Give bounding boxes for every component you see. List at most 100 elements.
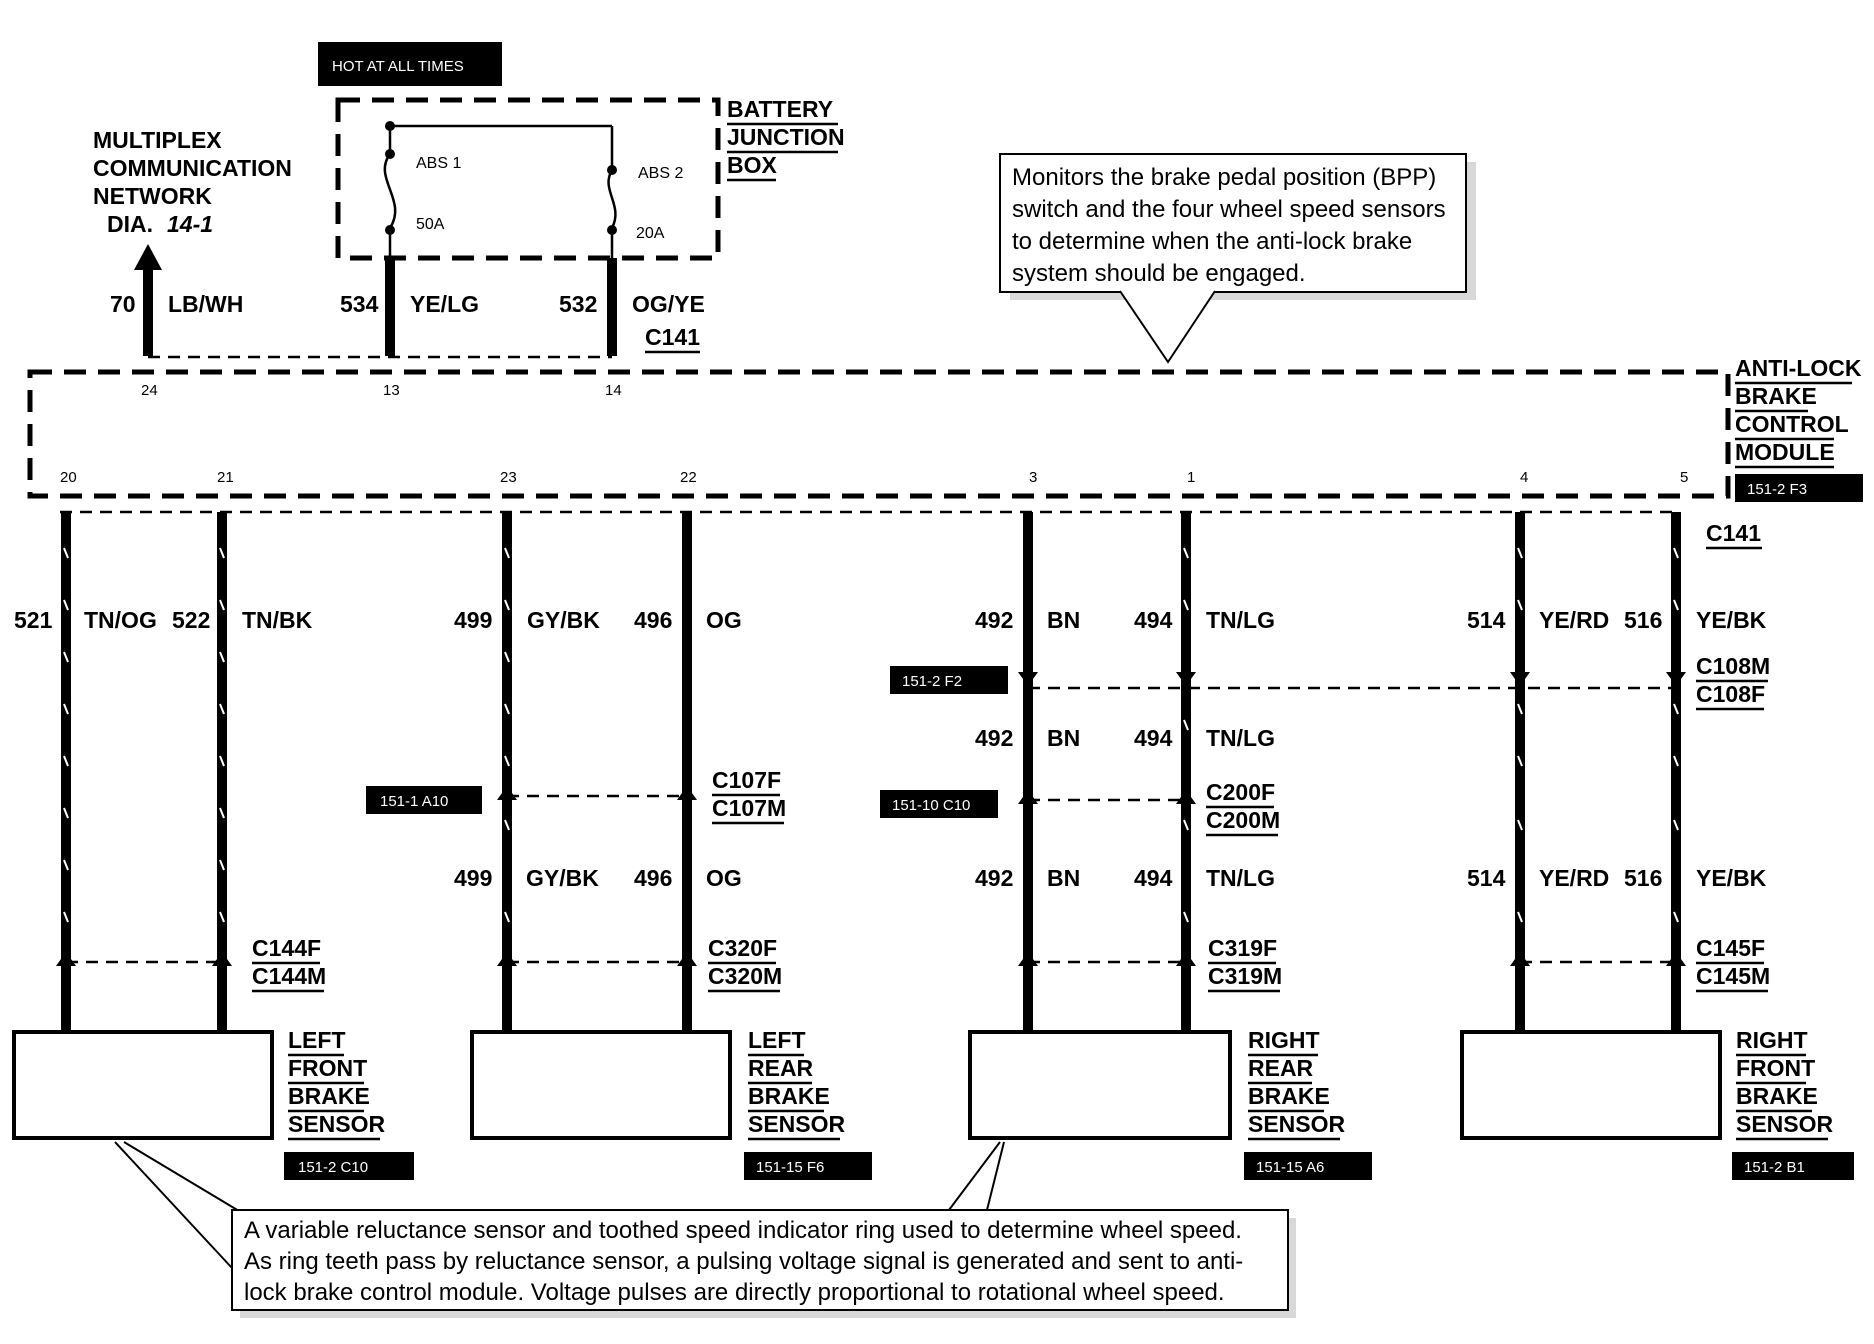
module-label-3: CONTROL — [1735, 411, 1849, 437]
wire-514-low-circuit: 514 — [1467, 865, 1506, 891]
lr-sensor-label-2: REAR — [748, 1055, 814, 1081]
c145f-label: C145F — [1696, 935, 1765, 961]
lf-sensor-label-4: SENSOR — [288, 1111, 386, 1137]
note-top-line-2: switch and the four wheel speed sensors — [1012, 196, 1446, 223]
c141-top-label: C141 — [645, 324, 700, 350]
lf-sensor-label-2: FRONT — [288, 1055, 367, 1081]
fuse-abs2-name: ABS 2 — [638, 165, 683, 182]
wire-514-low-color: YE/RD — [1539, 865, 1609, 891]
multiplex-line-4b: 14-1 — [167, 211, 213, 237]
wire-stripes — [63, 547, 1679, 923]
ref-tag-a10-text: 151-1 A10 — [380, 793, 448, 810]
multiplex-line-2: COMMUNICATION — [93, 155, 292, 181]
wire-492-circuit: 492 — [975, 607, 1013, 633]
pin-24: 24 — [141, 382, 158, 399]
pin-22: 22 — [680, 469, 697, 486]
pin-5: 5 — [1680, 469, 1688, 486]
wire-492-low-color: BN — [1047, 865, 1080, 891]
module-label-2: BRAKE — [1735, 383, 1817, 409]
multiplex-line-3: NETWORK — [93, 183, 212, 209]
note-bottom-callout: A variable reluctance sensor and toothed… — [114, 1141, 1296, 1318]
sensor-connector-marks — [56, 952, 1686, 966]
module-label: ANTI-LOCK BRAKE CONTROL MODULE 151-2 F3 — [1735, 355, 1863, 502]
c141-right-label: C141 — [1706, 520, 1761, 546]
battery-junction-box: BATTERY JUNCTION BOX ABS 1 50A ABS 2 20A — [335, 96, 845, 261]
top-wire-532: 532 OG/YE — [559, 258, 705, 356]
pin-3: 3 — [1029, 469, 1037, 486]
pin-21: 21 — [217, 469, 234, 486]
c200f-label: C200F — [1206, 779, 1275, 805]
top-wire-534-color: YE/LG — [410, 291, 479, 317]
top-wire-532-color: OG/YE — [632, 291, 705, 317]
wire-492-mid-circuit: 492 — [975, 725, 1013, 751]
c144f-label: C144F — [252, 935, 321, 961]
note-top-line-1: Monitors the brake pedal position (BPP) — [1012, 164, 1436, 191]
top-wire-70: 70 LB/WH — [110, 244, 243, 356]
multiplex-line-4a: DIA. — [107, 211, 153, 237]
wire-496-low-color: OG — [706, 865, 742, 891]
pin-14: 14 — [605, 382, 622, 399]
wire-499-color: GY/BK — [527, 607, 600, 633]
bjb-label-3: BOX — [727, 152, 778, 178]
wire-522-color: TN/BK — [242, 607, 313, 633]
ref-tag-f2-text: 151-2 F2 — [902, 673, 962, 690]
lf-sensor-ref: 151-2 C10 — [298, 1159, 368, 1176]
c319f-label: C319F — [1208, 935, 1277, 961]
wire-494-low-color: TN/LG — [1206, 865, 1275, 891]
top-wire-534: 534 YE/LG — [340, 258, 479, 356]
module-ref-tag: 151-2 F3 — [1747, 481, 1807, 498]
lf-sensor-label-1: LEFT — [288, 1027, 346, 1053]
rr-sensor-label-4: SENSOR — [1248, 1111, 1346, 1137]
top-wire-70-circuit: 70 — [110, 291, 136, 317]
rr-sensor-label-2: REAR — [1248, 1055, 1314, 1081]
rf-sensor-ref: 151-2 B1 — [1744, 1159, 1805, 1176]
ref-tag-c10-10 — [880, 790, 998, 818]
note-top-line-3: to determine when the anti-lock brake — [1012, 228, 1412, 255]
wire-494-color: TN/LG — [1206, 607, 1275, 633]
left-rear-brake-sensor: LEFT REAR BRAKE SENSOR 151-15 F6 — [470, 1027, 872, 1180]
wire-516-low-circuit: 516 — [1624, 865, 1662, 891]
hot-at-all-times-label: HOT AT ALL TIMES — [332, 58, 464, 75]
rr-sensor-label-3: BRAKE — [1248, 1083, 1330, 1109]
top-wire-70-color: LB/WH — [168, 291, 243, 317]
pin-20: 20 — [60, 469, 77, 486]
bjb-label-2: JUNCTION — [727, 124, 845, 150]
wire-492-color: BN — [1047, 607, 1080, 633]
wire-494-circuit: 494 — [1134, 607, 1173, 633]
note-bottom-line-1: A variable reluctance sensor and toothed… — [244, 1217, 1242, 1244]
wire-494-low-circuit: 494 — [1134, 865, 1173, 891]
fuse-abs1-rating: 50A — [416, 216, 445, 233]
wire-516-color: YE/BK — [1696, 607, 1767, 633]
pin-23: 23 — [500, 469, 517, 486]
rf-sensor-label-2: FRONT — [1736, 1055, 1815, 1081]
wire-514-color: YE/RD — [1539, 607, 1609, 633]
lr-sensor-label-4: SENSOR — [748, 1111, 846, 1137]
module-label-1: ANTI-LOCK — [1735, 355, 1862, 381]
c108f-label: C108F — [1696, 681, 1765, 707]
wire-494-mid-color: TN/LG — [1206, 725, 1275, 751]
c144m-label: C144M — [252, 963, 326, 989]
c200m-label: C200M — [1206, 807, 1280, 833]
left-front-brake-sensor: LEFT FRONT BRAKE SENSOR 151-2 C10 — [12, 1027, 414, 1180]
c319m-label: C319M — [1208, 963, 1282, 989]
note-bottom-line-3: lock brake control module. Voltage pulse… — [244, 1279, 1225, 1306]
note-bottom-line-2: As ring teeth pass by reluctance sensor,… — [244, 1248, 1243, 1275]
pin-13: 13 — [383, 382, 400, 399]
c108-connector-marks — [1018, 672, 1686, 686]
wire-496-color: OG — [706, 607, 742, 633]
bjb-label-1: BATTERY — [727, 96, 833, 122]
ref-tag-f2 — [890, 666, 1008, 694]
wire-496-circuit: 496 — [634, 607, 672, 633]
wire-499-low-color: GY/BK — [526, 865, 599, 891]
c320f-label: C320F — [708, 935, 777, 961]
note-top-line-4: system should be engaged. — [1012, 260, 1306, 287]
wire-514-circuit: 514 — [1467, 607, 1506, 633]
rf-sensor-label-4: SENSOR — [1736, 1111, 1834, 1137]
rf-sensor-label-1: RIGHT — [1736, 1027, 1808, 1053]
c108m-label: C108M — [1696, 653, 1770, 679]
hot-at-all-times-tag: HOT AT ALL TIMES — [318, 42, 502, 86]
lf-sensor-label-3: BRAKE — [288, 1083, 370, 1109]
wire-492-low-circuit: 492 — [975, 865, 1013, 891]
ref-tag-c10-10-text: 151-10 C10 — [892, 797, 970, 814]
fuse-abs1-name: ABS 1 — [416, 155, 461, 172]
